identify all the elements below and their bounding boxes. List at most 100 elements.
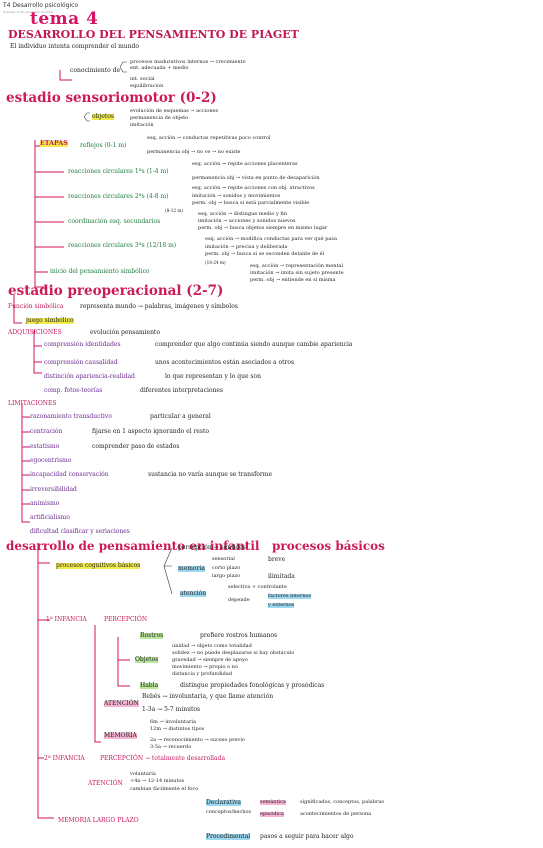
circ3-c: perm. obj → busca si se esconden delante… xyxy=(205,251,325,257)
objetos-label: objetos xyxy=(92,113,114,120)
circ3-b: imitación → precisa y deliberada xyxy=(205,244,288,250)
adq-item-3-label: comp. fotos-teorías xyxy=(44,387,103,394)
memoria-b: corto plazo xyxy=(212,565,241,571)
procesos-cognitivos-label: procesos cognitivos básicos xyxy=(56,562,141,569)
atencion-1-a: Bebés → involuntaria, y que llame atenci… xyxy=(142,693,274,700)
funcion-simbolica-label: Función simbólica xyxy=(8,303,64,310)
pens-a: esq. acción → representación mental xyxy=(250,263,344,269)
objetos-1-c: gravedad → siempre de apoyo xyxy=(172,657,248,663)
coord-age: (8-12 m) xyxy=(165,208,183,213)
coord-b: imitación → acciones y sonidos nuevos xyxy=(198,218,296,224)
atencion-2-a: voluntaria xyxy=(130,771,156,777)
objetos-a: evolución de esquemas → acciones xyxy=(130,108,219,114)
atencion-2-c: cambian fácilmente el foco xyxy=(130,786,199,792)
infantil-heading: desarrollo de pensamiento en infantil xyxy=(6,539,260,553)
circ3-label: reacciones circulares 3ªs (12/18 m) xyxy=(68,242,177,249)
lim-item-5-label: irreversibilidad xyxy=(30,486,77,493)
conocimiento-b: ent. adecuada + medio xyxy=(130,65,189,71)
reflejos-label: reflejos (0-1 m) xyxy=(80,142,127,149)
atencion-b: depende xyxy=(228,597,250,603)
atencion-1-label: ATENCIÓN xyxy=(104,700,139,707)
reflejos-a: esq. acción → conductas repetitivas poco… xyxy=(147,135,271,141)
infancia-2-label: 2ª INFANCIA xyxy=(44,755,85,762)
infancia-1-label: 1ª INFANCIA xyxy=(46,616,87,623)
document-title: T4 Desarrollo psicológico xyxy=(3,2,79,9)
pens-label: inicio del pensamiento simbólico xyxy=(50,268,150,275)
episodica-label: episódica xyxy=(260,811,284,817)
circ2-a: esq. acción → repite acciones con obj. a… xyxy=(192,185,315,191)
lim-item-6-label: animismo xyxy=(30,500,60,507)
lim-item-4-label: incapacidad conservación xyxy=(30,471,109,478)
atencion-1-b: 1-3a → 5-7 minutos xyxy=(142,706,201,713)
pens-c: perm. obj → entiende en sí misma xyxy=(250,277,336,283)
procedimental-text: pasos a seguir para hacer algo xyxy=(260,833,354,840)
atencion-2-b: +4a → 12-14 minutos xyxy=(130,778,185,784)
memoria-1-label: MEMORIA xyxy=(104,732,137,739)
document-header: T4 Desarrollo psicológico Tuesday, 8 de … xyxy=(3,2,78,14)
conocimiento-c: int. social xyxy=(130,76,155,82)
infancia-2-percepcion: PERCEPCIÓN → totalmente desarrollada xyxy=(100,755,226,762)
lim-item-7-label: artificialismo xyxy=(30,514,70,521)
memoria-c: largo plazo xyxy=(212,573,241,579)
rostros-text: prefiere rostros humanos xyxy=(200,632,278,639)
funcion-simbolica-text: representa mundo → palabras, imágenes y … xyxy=(80,303,238,310)
memoria-1-c: 2a → reconocimiento → suceso previo xyxy=(150,737,245,743)
memoria-largo-plazo-label: MEMORIA LARGO PLAZO xyxy=(58,817,139,824)
adq-item-2-label: distinción apariencia-realidad xyxy=(44,373,135,380)
habla-label: Habla xyxy=(140,682,159,689)
lim-item-8-label: dificultad clasificar y seriaciones xyxy=(30,528,130,535)
adq-item-2-text: lo que representan y lo que son xyxy=(165,373,261,380)
atencion-2-label: ATENCIÓN xyxy=(88,780,123,787)
memoria-tc: ilimitada xyxy=(268,573,295,580)
objetos-1-a: unidad → objeto como totalidad xyxy=(172,643,252,649)
memoria-ta: breve xyxy=(268,556,286,563)
preoperacional-heading: estadio preoperacional (2-7) xyxy=(8,283,224,299)
procesos-basicos-heading: procesos básicos xyxy=(272,539,385,553)
lim-item-3-label: egocentrismo xyxy=(30,457,72,464)
objetos-1-label: Objetos xyxy=(135,656,159,663)
procedimental-label: Procedimental xyxy=(206,833,251,840)
memoria-1-a: 6m → involuntaria xyxy=(150,719,196,725)
main-title: DESARROLLO DEL PENSAMIENTO DE PIAGET xyxy=(8,28,299,41)
coord-label: coordinación esq. secundarios xyxy=(68,218,161,225)
adq-item-1-text: unos acontecimientos están asociados a o… xyxy=(155,359,295,366)
coord-c: perm. obj → busca objetos siempre en mis… xyxy=(198,225,328,231)
adquisiciones-label: ADQUISICIONES xyxy=(8,329,62,336)
memoria-a: sensorial xyxy=(212,556,235,562)
objetos-c: imitación xyxy=(130,122,154,128)
limitaciones-label: LIMITACIONES xyxy=(8,400,57,407)
atencion-d: y externos xyxy=(268,602,295,608)
conocimiento-d: equilibracion xyxy=(130,83,164,89)
objetos-b: permanencia de objeto xyxy=(130,115,189,121)
circ1-b: permanencia obj → vista en punto de desa… xyxy=(192,175,320,181)
objetos-1-e: distancia y profundidad xyxy=(172,671,233,677)
semantica-label: semántica xyxy=(260,799,286,805)
lim-item-1-label: centración xyxy=(30,428,63,435)
memoria-1-d: 3-5a → recuerdo xyxy=(150,744,192,750)
tema-heading: tema 4 xyxy=(30,9,99,29)
conocimiento-label: conocimiento de xyxy=(70,67,121,74)
intro-text: El individuo intenta comprender el mundo xyxy=(10,43,139,50)
lim-item-2-text: comprender paso de estados xyxy=(92,443,180,450)
circ2-label: reacciones circulares 2ªs (4-8 m) xyxy=(68,193,169,200)
circ2-b: imitación → sonidos y movimientos xyxy=(192,193,281,199)
document-date: Tuesday, 8 de diciembre de 2020 xyxy=(3,10,53,14)
adq-item-3-text: diferentes interpretaciones xyxy=(140,387,224,394)
pens-age: (18-24 m) xyxy=(205,260,226,265)
reflejos-b: permanencia obj → no ve → no existe xyxy=(147,149,241,155)
infancia-1-percepcion: PERCEPCIÓN xyxy=(104,616,148,623)
circ3-a: esq. acción → modifica conductas para ve… xyxy=(205,236,337,242)
objetos-1-b: solidez → no puede desplazarse si hay ob… xyxy=(172,650,295,656)
lim-item-0-text: particular a general xyxy=(150,413,211,420)
conocimiento-a: procesos madurativos internos → crecimie… xyxy=(130,59,246,65)
objetos-1-d: movimiento → propio o no xyxy=(172,664,238,670)
lim-item-1-text: fijarse en 1 aspecto ignorando el resto xyxy=(92,428,210,435)
etapas-label: ETAPAS xyxy=(40,140,68,148)
rostros-label: Rostros xyxy=(140,632,164,639)
sensoriomotor-heading: estadio sensoriomotor (0-2) xyxy=(6,90,217,106)
lim-item-2-label: estatismo xyxy=(30,443,60,450)
adq-item-0-label: comprensión identidades xyxy=(44,341,121,348)
circ1-a: esq. acción → repite acciones placentera… xyxy=(192,161,298,167)
percepcion-sentidos: percepción → sentidos xyxy=(178,544,246,551)
